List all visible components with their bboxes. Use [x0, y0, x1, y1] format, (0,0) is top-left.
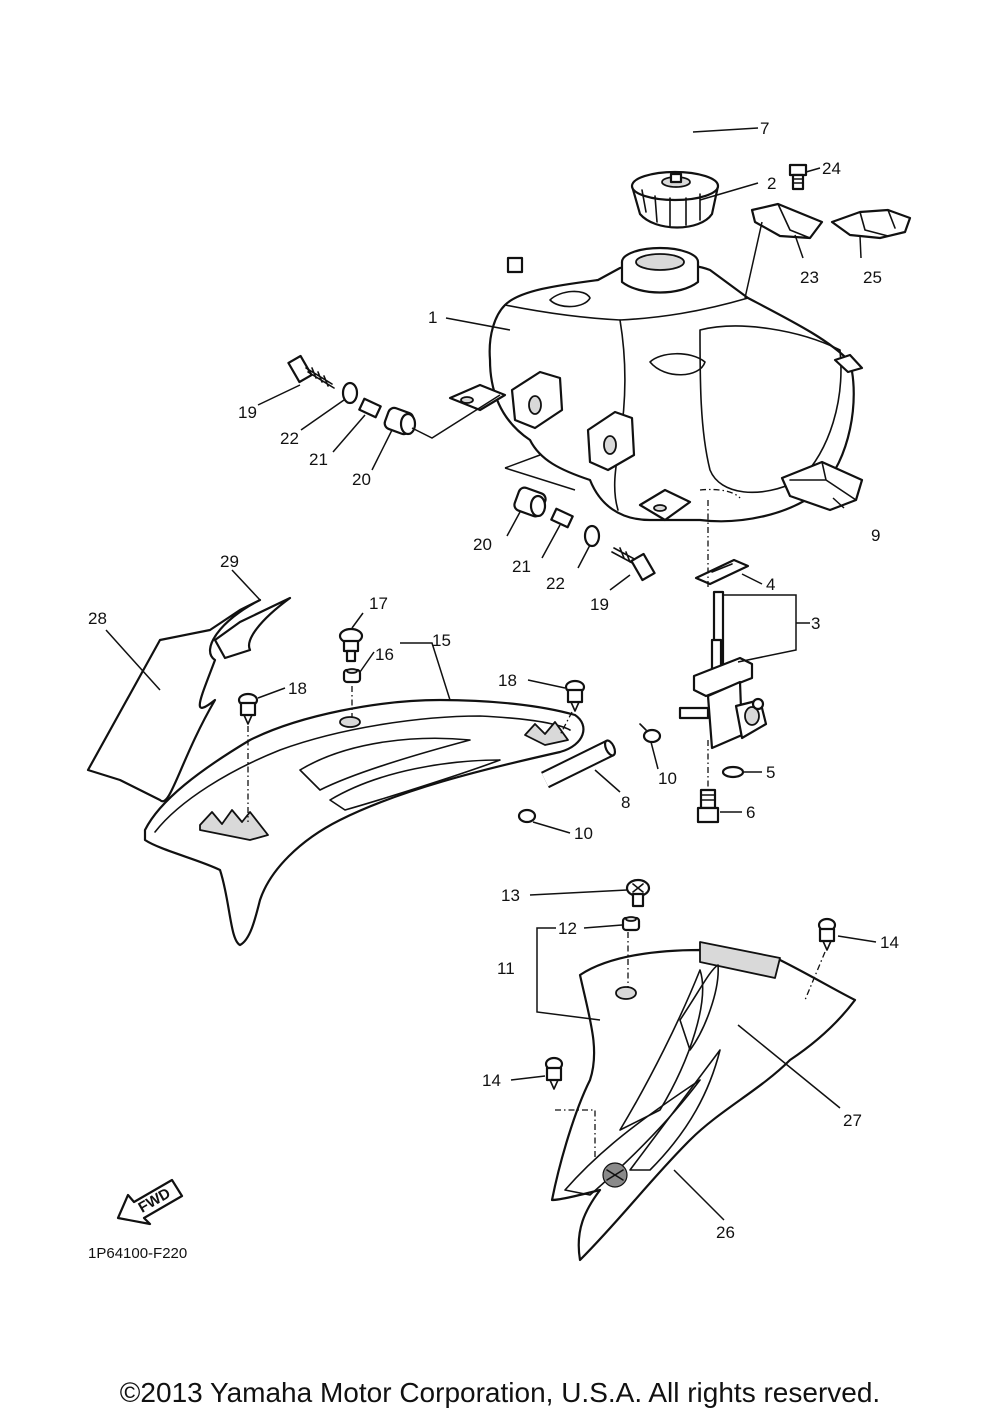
part-code: 1P64100-F220 — [88, 1245, 187, 1262]
tank-pad — [780, 460, 864, 512]
damper-upper — [383, 406, 417, 436]
rivet-17 — [338, 627, 364, 663]
callout-16: 16 — [375, 645, 394, 664]
callout-19-lower: 19 — [590, 595, 609, 614]
breather-hose — [506, 107, 693, 274]
callout-8: 8 — [621, 793, 630, 812]
fuel-tank-bracket — [750, 202, 824, 240]
rivet-18-left — [237, 692, 259, 725]
fuel-cock-bolt — [696, 788, 720, 824]
damper-lower — [513, 486, 547, 518]
rivet-14-left — [544, 1056, 564, 1090]
callout-24: 24 — [822, 159, 841, 178]
callout-2: 2 — [767, 174, 776, 193]
callout-18-right: 18 — [498, 671, 517, 690]
leader-lines — [105, 127, 877, 1221]
tank-strap-clip — [830, 208, 912, 240]
callout-11: 11 — [497, 959, 515, 978]
callout-27: 27 — [843, 1111, 862, 1130]
callout-10-upper: 10 — [658, 769, 677, 788]
collar-16 — [342, 668, 362, 684]
fuel-tank — [448, 246, 864, 523]
collar-12 — [621, 916, 641, 932]
hose-clip-lower — [517, 808, 537, 824]
callout-22-upper: 22 — [280, 429, 299, 448]
callout-1: 1 — [428, 308, 437, 327]
callout-12: 12 — [558, 919, 577, 938]
fuel-cock-gasket — [694, 558, 750, 586]
callout-5: 5 — [766, 763, 775, 782]
screw-13 — [625, 878, 651, 908]
callout-26: 26 — [716, 1223, 735, 1242]
bracket-bolt — [788, 163, 808, 191]
hose-clip-upper — [639, 723, 662, 744]
callout-23: 23 — [800, 268, 819, 287]
rivet-14-right — [817, 917, 837, 951]
tank-bolt-upper — [287, 354, 335, 389]
callout-21-lower: 21 — [512, 557, 531, 576]
callout-20-upper: 20 — [352, 470, 371, 489]
callout-28: 28 — [88, 609, 107, 628]
callout-25: 25 — [863, 268, 882, 287]
callout-9: 9 — [871, 526, 880, 545]
callout-29: 29 — [220, 552, 239, 571]
side-cover-lower — [550, 941, 857, 1262]
callout-13: 13 — [501, 886, 520, 905]
fuel-cock — [678, 590, 768, 750]
callout-19-upper: 19 — [238, 403, 257, 422]
fuel-cock-washer — [721, 765, 745, 779]
callout-15: 15 — [432, 631, 451, 650]
copyright-notice: ©2013 Yamaha Motor Corporation, U.S.A. A… — [119, 1377, 881, 1408]
tank-graphic-29 — [213, 596, 292, 660]
washer-lower — [583, 524, 601, 548]
fwd-arrow-icon: FWD — [116, 1178, 184, 1226]
callout-labels: 7 2 24 23 25 1 19 22 21 20 20 21 22 19 9… — [88, 119, 899, 1242]
collar-lower — [550, 507, 574, 529]
callout-10-lower: 10 — [574, 824, 593, 843]
tank-bolt-lower — [611, 547, 656, 582]
callout-21-upper: 21 — [309, 450, 328, 469]
callout-17: 17 — [369, 594, 388, 613]
washer-upper — [341, 381, 359, 405]
callout-7: 7 — [760, 119, 769, 138]
callout-22-lower: 22 — [546, 574, 565, 593]
collar-upper — [358, 397, 382, 419]
callout-6: 6 — [746, 803, 755, 822]
callout-3: 3 — [811, 614, 820, 633]
callout-4: 4 — [766, 575, 775, 594]
tank-graphic-28 — [86, 598, 262, 803]
callout-18-left: 18 — [288, 679, 307, 698]
fuel-hose — [541, 739, 617, 789]
side-cover-upper — [143, 698, 585, 947]
rivet-18-right — [564, 679, 586, 712]
fuel-cap — [630, 170, 720, 229]
callout-20-lower: 20 — [473, 535, 492, 554]
callout-14-left: 14 — [482, 1071, 501, 1090]
callout-14-right: 14 — [880, 933, 899, 952]
